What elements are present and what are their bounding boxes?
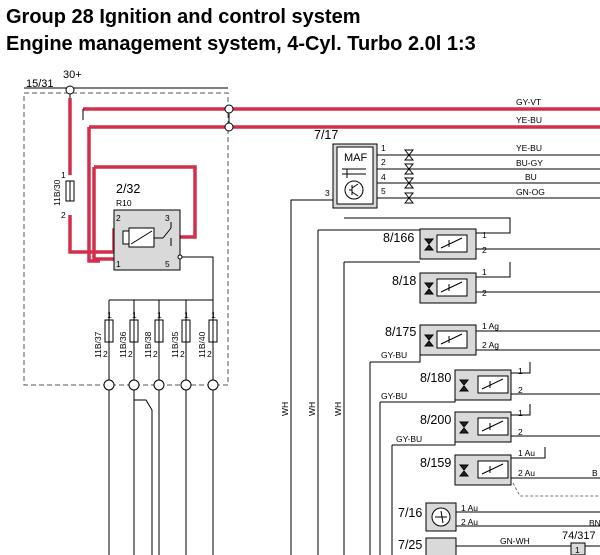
- fuse-pin1: 1: [107, 310, 112, 320]
- terminal-30-label: 30+: [63, 69, 82, 81]
- fuse-pin2: 2: [207, 349, 212, 359]
- fuse-relay-box-boundary: [23, 92, 229, 386]
- fuse-pin2: 2: [128, 349, 133, 359]
- sensor-7-16: 7/16 1 Au 2 Au BN: [398, 502, 600, 532]
- connector-74-317: 74/317 1: [562, 530, 596, 555]
- wire-label: GY-BU: [381, 350, 407, 360]
- maf-label: MAF: [344, 152, 368, 164]
- maf-wire: GN-OG: [516, 187, 545, 197]
- wire-label-wh: WH: [307, 402, 317, 416]
- fuse-11b37: 11B/37 1 2: [93, 300, 115, 391]
- relay-id: 2/32: [116, 182, 140, 196]
- maf-sensor-7-17: 7/17 MAF 1 2 4 5 3 YE-BU BU-GY BU GN-OG: [290, 128, 600, 555]
- maf-wire: YE-BU: [516, 143, 542, 153]
- connector-id: 74/317: [562, 530, 596, 542]
- junction-30: [65, 85, 75, 95]
- connector-pin: 1: [575, 545, 580, 555]
- fuse-pin1: 1: [132, 310, 137, 320]
- component-pin: 2: [482, 288, 487, 298]
- sensor-id: 7/25: [398, 538, 422, 552]
- fuse-label: 11B/38: [143, 331, 153, 358]
- fuse-11b30-label: 11B/30: [52, 179, 62, 206]
- fuse-11b30-pin2: 2: [61, 210, 66, 220]
- sensor-id: 7/16: [398, 506, 422, 520]
- relay-pin5: 5: [165, 259, 170, 269]
- sensor-pin: 1 Au: [461, 503, 478, 513]
- maf-pin: 1: [381, 143, 386, 153]
- sensor-pin: 2 Au: [461, 517, 478, 527]
- edge-label: BN: [589, 518, 600, 528]
- fuse-row: 11B/37 1 2 11B/36 1 2 11B/38 1 2: [93, 299, 219, 555]
- fuse-pin1: 1: [184, 310, 189, 320]
- diagram-title: Group 28 Ignition and control system Eng…: [6, 4, 476, 58]
- relay-2-32: 2/32 R10 2 3 1 5: [113, 182, 214, 300]
- component-id: 8/159: [420, 456, 451, 470]
- component-pin: 2 Ag: [482, 340, 499, 350]
- fuse-11b36: 11B/36 1 2: [118, 300, 140, 391]
- relay-pin3: 3: [165, 213, 170, 223]
- component-pin: 1 Ag: [482, 321, 499, 331]
- component-id: 8/175: [385, 325, 416, 339]
- component-pin: 2 Au: [518, 468, 535, 478]
- component-8-175: 8/175 1 Ag 2 Ag GY-BU: [370, 321, 600, 363]
- maf-pin: 4: [381, 172, 386, 182]
- terminal-15-31-label: 15/31: [26, 78, 54, 90]
- title-line-2: Engine management system, 4-Cyl. Turbo 2…: [6, 33, 476, 55]
- component-id: 8/18: [392, 274, 416, 288]
- wire-label: GY-BU: [381, 391, 407, 401]
- junction-ye-bu: [224, 122, 234, 132]
- fuse-pin2: 2: [180, 349, 185, 359]
- component-8-159: 8/159 1 Au 2 Au B: [420, 447, 600, 497]
- maf-pin: 3: [325, 188, 330, 198]
- fuse-label: 11B/35: [170, 331, 180, 358]
- sensor-wire: GN-WH: [500, 536, 530, 546]
- component-8-18: 8/18 1 2: [392, 262, 600, 304]
- component-pin: 2: [518, 385, 523, 395]
- fuse-label: 11B/37: [93, 331, 103, 358]
- junction-gy-vt: [224, 104, 234, 114]
- relay-pin1: 1: [116, 259, 121, 269]
- fuse-11b35: 11B/35 1 2: [170, 300, 192, 391]
- component-id: 8/200: [420, 413, 451, 427]
- fuse-11b40: 11B/40 1 2: [197, 300, 219, 391]
- maf-pin: 2: [381, 157, 386, 167]
- relay-pin2: 2: [116, 213, 121, 223]
- fuse-pin2: 2: [153, 349, 158, 359]
- fuse-label: 11B/36: [118, 331, 128, 358]
- component-pin: 1 Au: [518, 448, 535, 458]
- fuse-11b38: 11B/38 1 2: [143, 300, 165, 391]
- fuse-11b30-pin1: 1: [61, 170, 66, 180]
- side-label: B: [592, 468, 598, 478]
- component-8-200: 8/200 1 2 GY-BU: [392, 404, 600, 446]
- wire-label-wh: WH: [333, 402, 343, 416]
- component-pin: 1: [518, 408, 523, 418]
- component-pin: 2: [482, 245, 487, 255]
- fuse-label: 11B/40: [197, 331, 207, 358]
- component-pin: 1: [518, 366, 523, 376]
- title-line-1: Group 28 Ignition and control system: [6, 6, 361, 28]
- component-pin: 1: [482, 230, 487, 240]
- wire-label: GY-BU: [396, 434, 422, 444]
- maf-pin: 5: [381, 186, 386, 196]
- component-pin: 2: [518, 427, 523, 437]
- component-8-180: 8/180 1 2 GY-BU: [380, 362, 600, 403]
- component-id: 8/166: [383, 231, 414, 245]
- fuse-11b30: 11B/30 1 2: [52, 170, 75, 220]
- maf-wire: BU-GY: [516, 158, 543, 168]
- relay-ref: R10: [116, 198, 132, 208]
- component-8-166: 8/166 1 2: [344, 217, 600, 260]
- trunk-wire-label: GY-VT: [516, 97, 541, 107]
- component-pin: 1: [482, 267, 487, 277]
- maf-id: 7/17: [314, 128, 338, 142]
- maf-wire: BU: [525, 172, 537, 182]
- fuse-pin2: 2: [103, 349, 108, 359]
- trunk-wire-label: YE-BU: [516, 115, 542, 125]
- fuse-pin1: 1: [157, 310, 162, 320]
- fuse-pin1: 1: [211, 310, 216, 320]
- component-id: 8/180: [420, 371, 451, 385]
- wire-label-wh: WH: [280, 402, 290, 416]
